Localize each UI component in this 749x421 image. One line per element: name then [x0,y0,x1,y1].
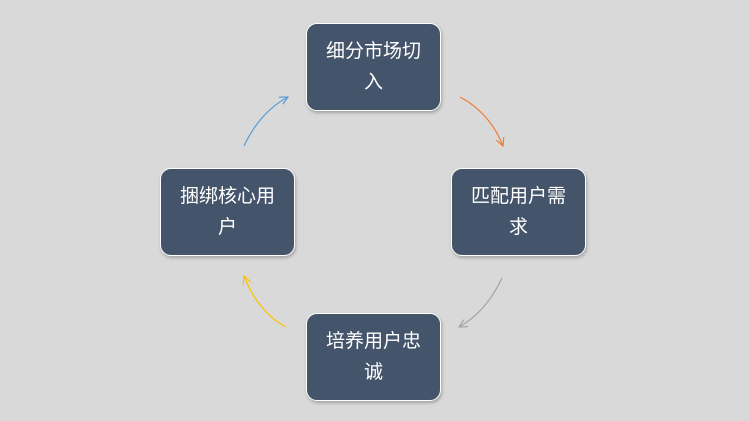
node-cultivate-user-loyalty: 培养用户忠诚 [306,313,441,401]
node-label: 匹配用户需求 [470,185,566,238]
node-match-user-needs: 匹配用户需求 [451,168,586,256]
node-label: 培养用户忠诚 [325,330,421,383]
node-bind-core-users: 捆绑核心用户 [160,168,295,256]
arrow-right-to-bottom [459,277,503,327]
arrow-bottom-to-left [244,276,287,328]
node-segment-market-entry: 细分市场切入 [306,23,441,111]
node-label: 细分市场切入 [325,40,421,93]
node-label: 捆绑核心用户 [179,185,275,238]
arrow-left-to-top [243,97,288,147]
arrow-top-to-right [459,96,503,146]
